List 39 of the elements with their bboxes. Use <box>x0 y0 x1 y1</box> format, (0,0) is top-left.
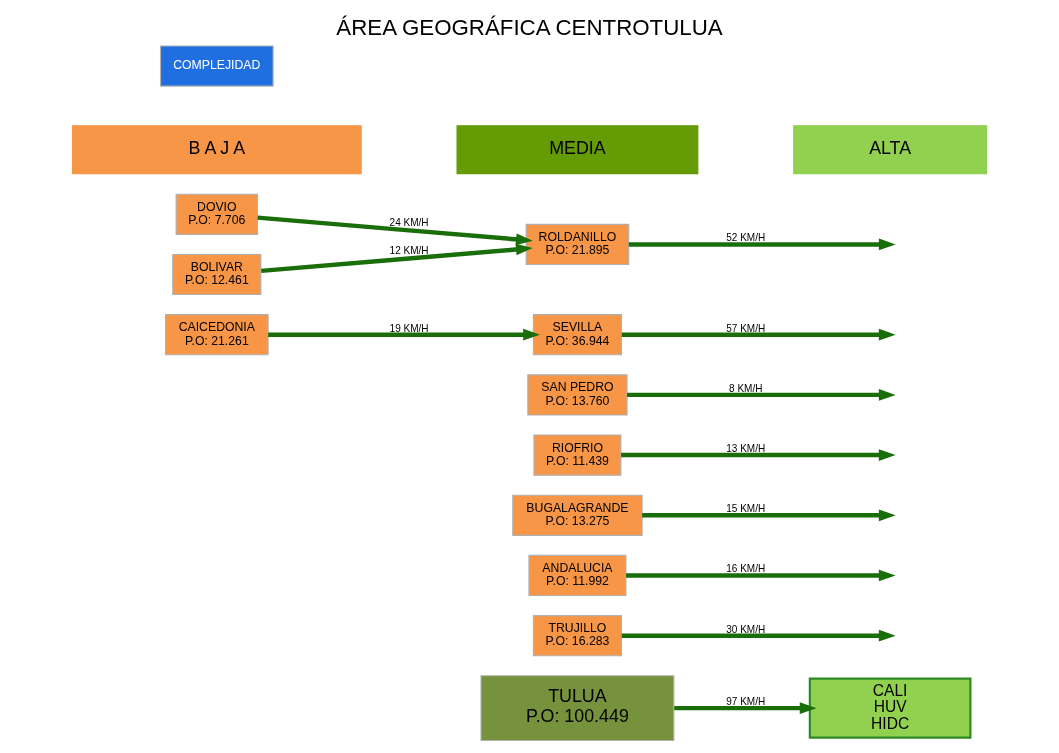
diagram-title: ÁREA GEOGRÁFICA CENTROTULUA <box>336 14 723 40</box>
node-box: SAN PEDRO P.O: 13.760 <box>527 374 628 416</box>
edge-label: 52 KM/H <box>726 232 766 244</box>
arrow <box>621 449 896 461</box>
edge-label: 30 KM/H <box>726 623 766 635</box>
edge-label: 97 KM/H <box>726 696 766 708</box>
edge-label: 13 KM/H <box>726 442 766 454</box>
edge-label: 8 KM/H <box>729 382 763 394</box>
arrow <box>268 328 540 341</box>
edge-label: 12 KM/H <box>389 244 429 256</box>
arrow <box>642 509 896 522</box>
node-box: COMPLEJIDAD <box>159 45 274 87</box>
edge-label: 15 KM/H <box>726 503 766 515</box>
edge-label: 19 KM/H <box>389 322 429 334</box>
node-box: CALI HUV HIDC <box>808 677 972 739</box>
arrow <box>674 702 817 714</box>
node-box: ALTA <box>793 125 988 175</box>
node-box: ANDALUCIA P.O: 11.992 <box>528 554 627 597</box>
arrow <box>628 238 896 251</box>
node-box: B A J A <box>71 125 362 175</box>
node-box: CAICEDONIA P.O: 21.261 <box>165 314 269 356</box>
node-box: RIOFRIO P.O: 11.439 <box>533 434 622 476</box>
node-box: BOLIVAR P.O: 12.461 <box>172 253 262 296</box>
node-box: TULUA P.O: 100.449 <box>480 675 675 741</box>
arrow <box>627 389 896 401</box>
node-box: BUGALAGRANDE P.O: 13.275 <box>512 494 643 536</box>
node-box: TRUJILLO P.O: 16.283 <box>532 615 623 657</box>
edge-label: 24 KM/H <box>389 216 429 228</box>
node-box: DOVIO P.O: 7.706 <box>175 193 259 235</box>
arrow <box>257 215 533 246</box>
arrow <box>621 328 896 341</box>
node-box: SEVILLA P.O: 36.944 <box>532 314 623 356</box>
edge-label: 16 KM/H <box>726 563 766 575</box>
node-box: ROLDANILLO P.O: 21.895 <box>525 223 630 266</box>
arrow <box>626 569 896 582</box>
arrow <box>260 243 533 274</box>
edge-label: 57 KM/H <box>726 322 766 334</box>
arrow <box>621 629 896 642</box>
node-box: MEDIA <box>456 125 699 175</box>
